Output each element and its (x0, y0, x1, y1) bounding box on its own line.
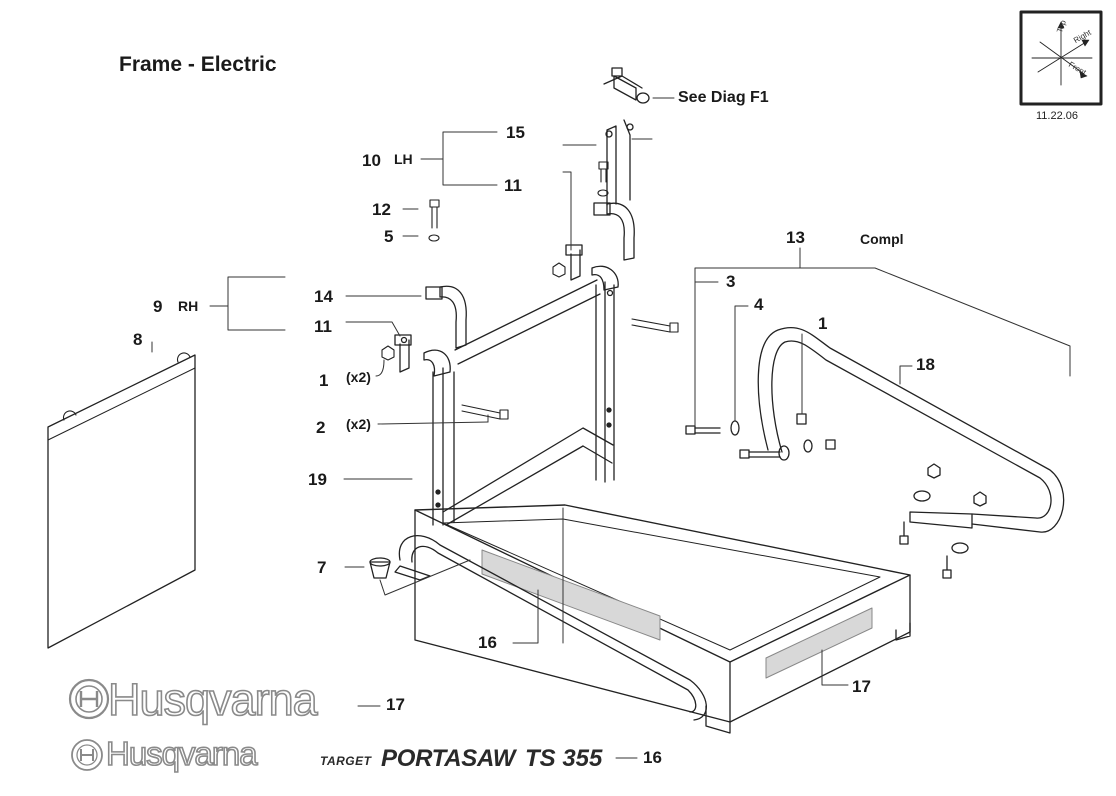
decal-model-name: TS 355 (525, 745, 603, 772)
callout-13-note: Compl (860, 231, 904, 247)
husqvarna-crown-icon-large (68, 678, 110, 720)
callout-5: 5 (384, 227, 394, 246)
callout-7: 7 (317, 558, 327, 577)
callout-1-qty: (x2) (346, 369, 371, 385)
bolts (381, 161, 679, 420)
husqvarna-logo-small: Husqvarna (105, 735, 258, 772)
clamp-right (394, 285, 467, 377)
callout-1-right: 1 (818, 314, 828, 333)
side-panel-part-8 (47, 352, 196, 649)
callout-2-qty: (x2) (346, 416, 371, 432)
diagram-title: Frame - Electric (119, 53, 277, 76)
leader-lines (151, 97, 1071, 759)
tray-body (414, 427, 911, 734)
callout-10-side: LH (394, 151, 413, 167)
callout-19: 19 (308, 470, 327, 489)
callout-11-upper: 11 (504, 176, 522, 195)
callout-14: 14 (314, 287, 333, 306)
callout-12: 12 (372, 200, 391, 219)
left-uprights (432, 279, 615, 526)
rubber-foot-part-7 (369, 557, 431, 581)
callout-9-side: RH (178, 298, 199, 314)
callout-17-decal: 17 (852, 677, 871, 696)
callout-1-left: 1 (319, 371, 329, 390)
see-diagram-f1-note: See Diag F1 (678, 89, 769, 106)
decal-product-name: PORTASAW (381, 745, 516, 772)
callout-13: 13 (786, 228, 805, 247)
callout-10: 10 (362, 151, 381, 170)
callout-3: 3 (726, 272, 736, 291)
decal-target-word: TARGET (320, 754, 372, 768)
husqvarna-crown-icon-small (71, 739, 103, 771)
callout-16-front: 16 (478, 633, 497, 652)
callout-8: 8 (133, 330, 143, 349)
orientation-indicator (1019, 10, 1103, 106)
callout-15: 15 (506, 123, 525, 142)
hinge-block-f1 (603, 67, 650, 104)
callout-16-brand: 16 (643, 748, 662, 767)
rail-handle-assembly (685, 326, 1065, 579)
husqvarna-logo-large: Husqvarna (107, 674, 318, 725)
callout-2: 2 (316, 418, 326, 437)
callout-17-brand: 17 (386, 695, 405, 714)
clamp-left (565, 119, 635, 291)
callout-11-lower: 11 (314, 317, 332, 336)
callout-4: 4 (754, 295, 764, 314)
callout-18: 18 (916, 355, 935, 374)
callout-9: 9 (153, 297, 163, 316)
revision-date: 11.22.06 (1036, 110, 1079, 122)
